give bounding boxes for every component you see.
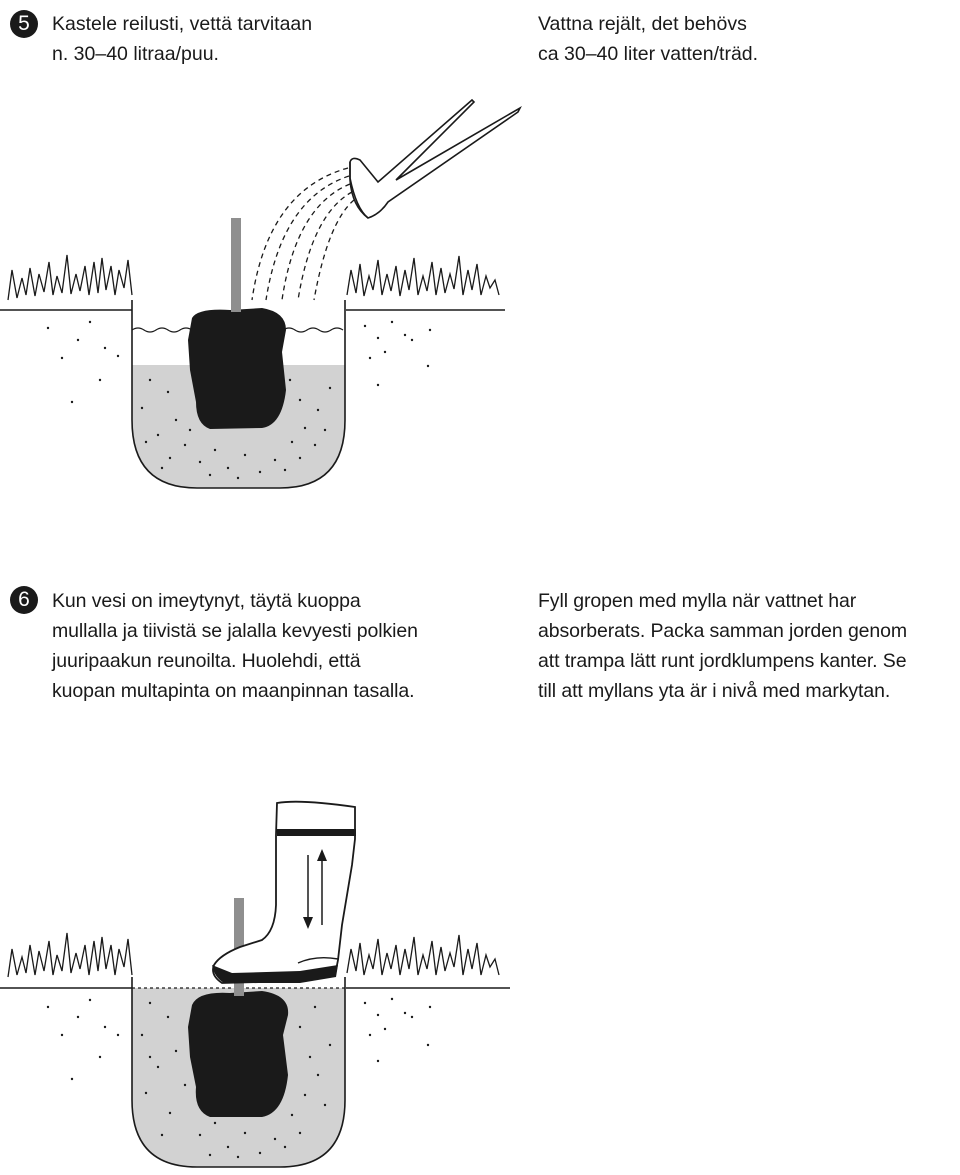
text-line: Fyll gropen med mylla när vattnet har — [538, 590, 857, 612]
ground-dots — [46, 320, 432, 404]
step-number-badge: 5 — [10, 10, 38, 38]
root-ball — [188, 308, 286, 429]
text-line: Vattna rejält, det behövs — [538, 13, 747, 35]
pit-outline — [131, 977, 346, 1168]
pit-outline — [131, 300, 346, 489]
boot-band — [277, 829, 356, 836]
grass-right — [346, 255, 500, 297]
boot-heel-line — [297, 956, 339, 964]
text-line: absorberats. Packa samman jorden genom — [538, 620, 908, 642]
watering-can-rose — [349, 162, 369, 219]
root-ball — [188, 991, 289, 1117]
stepping-illustration — [0, 800, 510, 1168]
step-number-badge: 6 — [10, 586, 38, 614]
text-line: ca 30–40 liter vatten/träd. — [538, 43, 759, 65]
text-line: kuopan multapinta on maanpinnan tasalla. — [52, 680, 415, 702]
text-line: n. 30–40 litraa/puu. — [52, 43, 219, 65]
boot-sole — [212, 965, 338, 983]
step-5-swedish-text: Vattna rejält, det behövs ca 30–40 liter… — [538, 9, 758, 69]
boot — [212, 800, 356, 984]
text-line: mullalla ja tiivistä se jalalla kevyesti… — [52, 620, 418, 642]
text-line: Kastele reilusti, vettä tarvitaan — [52, 13, 313, 35]
step-6-finnish-text: Kun vesi on imeytynyt, täytä kuoppa mull… — [52, 586, 418, 706]
watering-can-spout — [349, 98, 522, 219]
stake — [231, 218, 241, 312]
text-line: juuripaakun reunoilta. Huolehdi, että — [52, 650, 361, 672]
ground-dots — [46, 997, 432, 1081]
grass-left — [7, 254, 133, 301]
text-line: till att myllans yta är i nivå med marky… — [538, 680, 891, 702]
up-down-arrow-icon — [303, 849, 327, 929]
soil-dots — [140, 378, 332, 480]
grass-left — [7, 932, 133, 978]
step-6-swedish-text: Fyll gropen med mylla när vattnet har ab… — [538, 586, 907, 706]
text-line: Kun vesi on imeytynyt, täytä kuoppa — [52, 590, 361, 612]
grass-right — [346, 934, 500, 976]
soil-dots — [140, 1001, 332, 1159]
water-stream — [251, 167, 355, 301]
text-line: att trampa lätt runt jordklumpens kanter… — [538, 650, 907, 672]
step-5-finnish-text: Kastele reilusti, vettä tarvitaan n. 30–… — [52, 9, 312, 69]
watering-illustration — [0, 98, 522, 489]
